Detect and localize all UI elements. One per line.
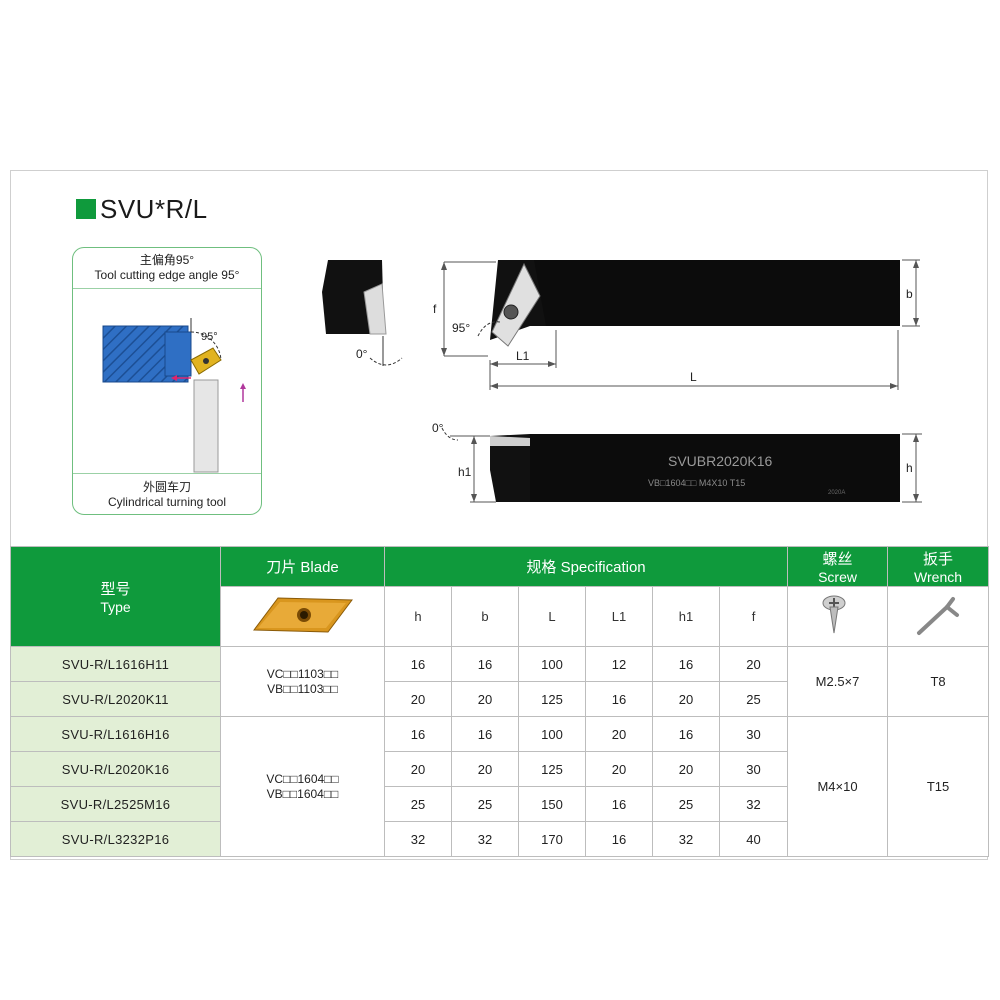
col-b: b	[451, 586, 519, 647]
angle-header-en: Tool cutting edge angle 95°	[94, 268, 240, 282]
table-row: SVU-R/L1616H11 VC□□1103□□ VB□□1103□□ 16 …	[10, 646, 990, 717]
wrench-icon-cell	[887, 586, 990, 647]
type-header-en: Type	[100, 599, 131, 615]
blade-header-label: 刀片 Blade	[266, 559, 339, 576]
spec-header: 规格 Specification	[383, 546, 789, 587]
screw-icon	[822, 595, 846, 634]
screw-icon-cell	[787, 586, 889, 647]
value-cell: 20	[384, 681, 452, 717]
angle-box-footer: 外圆车刀 Cylindrical turning tool	[73, 473, 261, 514]
screw-header-cn: 螺丝	[822, 551, 853, 568]
spec-table: 型号 Type 刀片 Blade 规格 Specification 螺丝 Scr…	[10, 546, 990, 857]
value-cell: 30	[718, 716, 789, 752]
value-cell: 20	[652, 681, 720, 717]
value-cell: 100	[518, 716, 586, 752]
blade-group-1: VC□□1103□□ VB□□1103□□	[220, 646, 385, 717]
value-cell: 20	[652, 751, 720, 787]
value-cell: 25	[384, 786, 452, 822]
angle-arc	[190, 331, 222, 361]
angle-footer-cn: 外圆车刀	[142, 480, 191, 494]
value-cell: 125	[518, 681, 586, 717]
value-cell: 100	[518, 646, 586, 682]
value-cell: 25	[652, 786, 720, 822]
col-L: L	[518, 586, 586, 647]
tool-shank	[193, 379, 219, 473]
screw-group-2: M4×10	[787, 716, 889, 857]
value-cell: 20	[451, 681, 519, 717]
type-cell: SVU-R/L2020K16	[10, 751, 221, 787]
type-header-cn: 型号	[100, 581, 131, 598]
cutting-angle-box: 主偏角95° Tool cutting edge angle 95° 95° 外…	[72, 247, 262, 515]
value-cell: 12	[585, 646, 653, 682]
value-cell: 20	[585, 716, 653, 752]
value-cell: 16	[585, 786, 653, 822]
value-cell: 16	[384, 716, 452, 752]
blade-insert-icon	[252, 597, 353, 633]
screw-header-en: Screw	[818, 569, 857, 585]
value-cell: 125	[518, 751, 586, 787]
value-cell: 16	[652, 716, 720, 752]
workpiece-step	[164, 331, 192, 377]
value-cell: 170	[518, 821, 586, 857]
value-cell: 20	[451, 751, 519, 787]
col-h: h	[384, 586, 452, 647]
blade-line-2: VB□□1604□□	[266, 786, 339, 801]
value-cell: 16	[451, 646, 519, 682]
value-cell: 25	[451, 786, 519, 822]
blade-group-2: VC□□1604□□ VB□□1604□□	[220, 716, 385, 857]
value-cell: 16	[451, 716, 519, 752]
value-cell: 25	[718, 681, 789, 717]
value-cell: 16	[652, 646, 720, 682]
type-cell: SVU-R/L2525M16	[10, 786, 221, 822]
blade-line-2: VB□□1103□□	[267, 681, 338, 696]
wrench-header: 扳手 Wrench	[887, 546, 990, 587]
type-header: 型号 Type	[10, 546, 221, 647]
blade-image-cell	[220, 586, 385, 647]
type-cell: SVU-R/L1616H16	[10, 716, 221, 752]
blade-line-1: VC□□1604□□	[266, 771, 339, 786]
col-L1: L1	[585, 586, 653, 647]
angle-box-header: 主偏角95° Tool cutting edge angle 95°	[73, 248, 261, 289]
blade-line-1: VC□□1103□□	[266, 666, 339, 681]
angle-footer-en: Cylindrical turning tool	[107, 495, 227, 509]
spec-header-label: 规格 Specification	[526, 559, 646, 576]
value-cell: 30	[718, 751, 789, 787]
value-cell: 16	[384, 646, 452, 682]
value-cell: 20	[384, 751, 452, 787]
value-cell: 150	[518, 786, 586, 822]
title-text: SVU*R/L	[100, 193, 208, 224]
value-cell: 32	[718, 786, 789, 822]
value-cell: 40	[718, 821, 789, 857]
angle-header-cn: 主偏角95°	[139, 253, 195, 267]
wrench-icon	[917, 597, 960, 635]
col-f: f	[718, 586, 789, 647]
wrench-group-1: T8	[887, 646, 990, 717]
table-row: SVU-R/L3232P16 32 32 170 16 32 40	[10, 821, 989, 857]
blade-header: 刀片 Blade	[220, 546, 385, 587]
wrench-header-cn: 扳手	[923, 551, 954, 568]
value-cell: 32	[384, 821, 452, 857]
screw-header: 螺丝 Screw	[787, 546, 889, 587]
screw-group-1: M2.5×7	[787, 646, 889, 717]
value-cell: 20	[718, 646, 789, 682]
table-row: SVU-R/L2020K16 20 20 125 20 20 30	[10, 751, 989, 787]
value-cell: 16	[585, 821, 653, 857]
value-cell: 16	[585, 681, 653, 717]
type-cell: SVU-R/L3232P16	[10, 821, 221, 857]
angle-value: 95°	[201, 331, 218, 343]
value-cell: 32	[652, 821, 720, 857]
turning-diagram: 95°	[102, 318, 246, 473]
title-marker	[76, 199, 96, 219]
wrench-header-en: Wrench	[914, 569, 963, 585]
table-row: SVU-R/L2020K11 20 20 125 16 20 25	[10, 681, 989, 717]
table-row: SVU-R/L2525M16 25 25 150 16 25 32	[10, 786, 989, 822]
table-row: SVU-R/L1616H16 VC□□1604□□ VB□□1604□□ 16 …	[10, 716, 990, 857]
col-h1: h1	[652, 586, 720, 647]
value-cell: 20	[585, 751, 653, 787]
product-title: SVU*R/L	[76, 194, 208, 224]
wrench-group-2: T15	[887, 716, 990, 857]
value-cell: 32	[451, 821, 519, 857]
type-cell: SVU-R/L1616H11	[10, 646, 221, 682]
type-cell: SVU-R/L2020K11	[10, 681, 221, 717]
